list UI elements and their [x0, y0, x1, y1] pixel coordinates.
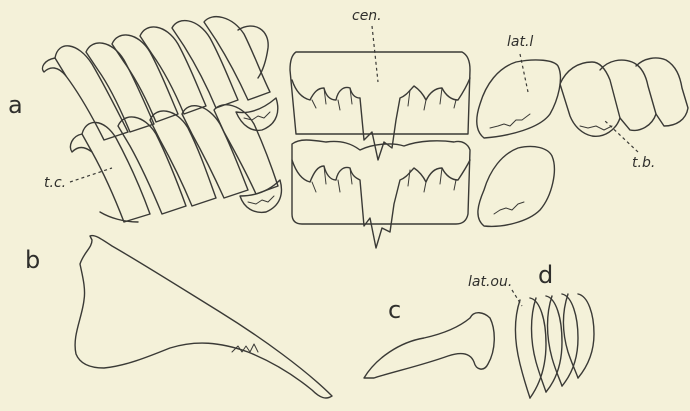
panel-letter-d: d	[538, 261, 553, 289]
tooth-base-segment	[636, 58, 688, 126]
marginal-tooth	[172, 21, 238, 108]
tooth-base-segment	[560, 62, 620, 136]
label-central: cen.	[352, 8, 382, 24]
outer-lateral-tooth	[548, 296, 563, 386]
tooth-base-serration	[580, 126, 612, 130]
central-tooth-plate	[290, 52, 470, 134]
panel-b-tooth	[75, 235, 332, 398]
panel-c-tooth-outline	[364, 313, 494, 378]
label-tooth-cusp: t.c.	[44, 175, 66, 191]
outer-lateral-tooth	[564, 294, 579, 378]
label-lateral-outer: lat.ou.	[468, 274, 512, 290]
marginal-teeth-upper-row	[42, 17, 277, 140]
marginal-tooth	[112, 35, 178, 122]
central-tooth-cusps	[292, 160, 470, 248]
leader-lateral-outer	[512, 290, 522, 306]
panel-b-tooth-outline	[75, 235, 332, 398]
tooth-base-segments	[560, 58, 688, 136]
panel-letter-a: a	[8, 91, 23, 119]
panel-letter-b: b	[25, 246, 40, 274]
marginal-teeth-lower-row	[70, 105, 281, 222]
central-tooth-lower	[292, 140, 470, 248]
lateral-tooth-serration	[490, 114, 530, 128]
lateral-teeth	[477, 60, 561, 226]
label-lateral-1: lat.l	[507, 34, 533, 50]
marginal-tooth-hook	[42, 58, 66, 76]
outer-lateral-tooth	[532, 298, 547, 392]
lateral-tooth-upper	[477, 60, 561, 138]
leader-central	[372, 26, 378, 82]
central-tooth-cusps	[292, 78, 470, 160]
marginal-tooth	[82, 122, 150, 222]
lateral-tooth-lower	[478, 146, 554, 226]
tooth-base-segment	[600, 60, 656, 130]
leader-tooth-base	[604, 120, 638, 152]
outer-lateral-tooth	[516, 300, 531, 398]
marginal-tooth-base	[236, 98, 278, 130]
label-tooth-base: t.b.	[632, 155, 655, 171]
marginal-tooth-hook	[70, 134, 92, 152]
central-tooth-denticles	[312, 88, 456, 110]
panel-d-teeth	[516, 294, 595, 398]
marginal-tooth	[182, 106, 248, 198]
outer-lateral-tooth	[578, 294, 594, 378]
panel-letter-c: c	[388, 296, 401, 324]
marginal-tooth-base	[100, 212, 138, 222]
marginal-tooth	[150, 111, 216, 206]
lateral-tooth-serration	[494, 202, 524, 214]
panel-c-tooth	[364, 313, 494, 378]
marginal-tooth-serration	[248, 196, 274, 204]
